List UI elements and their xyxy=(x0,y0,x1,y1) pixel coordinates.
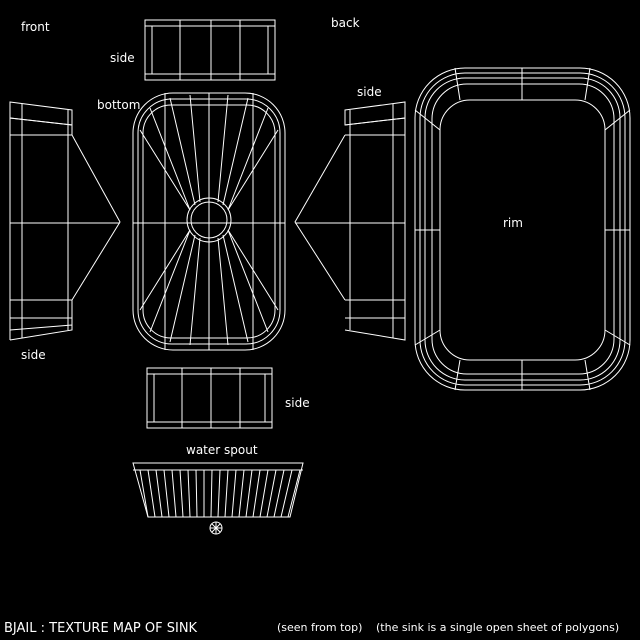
caption-note: (the sink is a single open sheet of poly… xyxy=(376,621,619,634)
water-spout xyxy=(132,462,304,535)
label-side-left: side xyxy=(21,348,46,362)
label-rim: rim xyxy=(503,216,523,230)
label-side-right: side xyxy=(357,85,382,99)
caption-title: BJAIL : TEXTURE MAP OF SINK xyxy=(4,621,198,636)
caption-view: (seen from top) xyxy=(277,621,362,634)
label-side-bottom: side xyxy=(285,396,310,410)
side-panel-right xyxy=(294,101,406,341)
label-back: back xyxy=(331,16,360,30)
label-front: front xyxy=(21,20,50,34)
label-side-top: side xyxy=(110,51,135,65)
sink-rim xyxy=(414,67,631,391)
side-panel-bottom xyxy=(146,367,273,429)
label-water-spout: water spout xyxy=(186,443,258,457)
side-panel-left xyxy=(9,101,121,341)
sink-bottom-basin xyxy=(132,92,286,351)
label-bottom: bottom xyxy=(97,98,140,112)
side-panel-top xyxy=(144,19,276,81)
